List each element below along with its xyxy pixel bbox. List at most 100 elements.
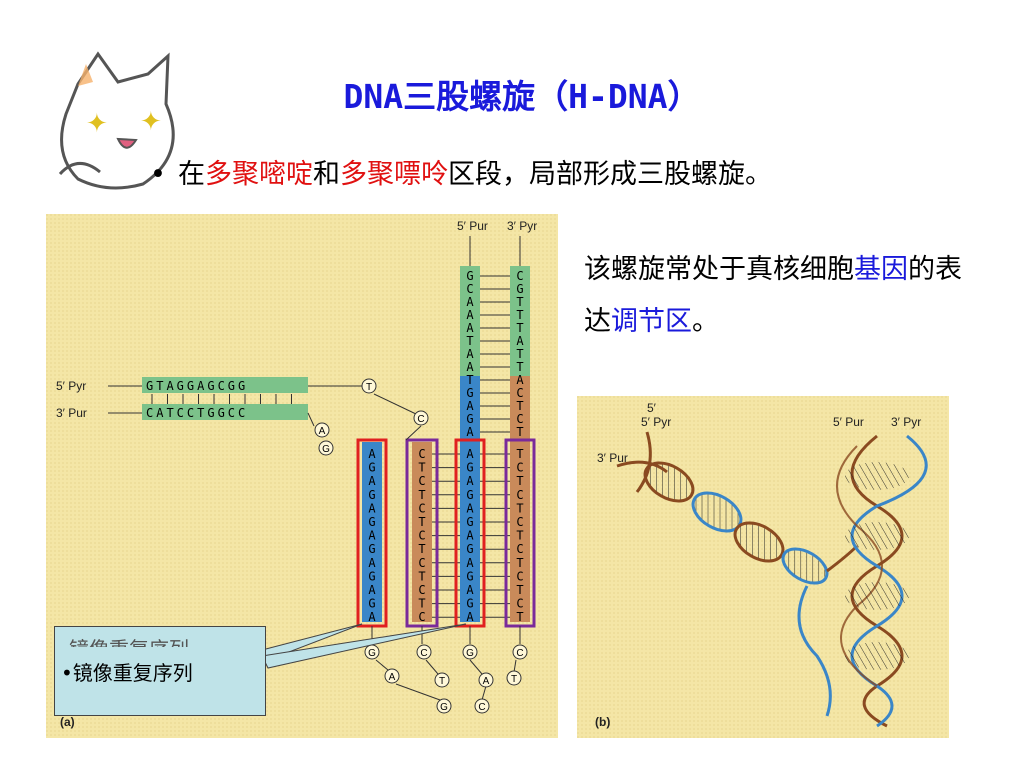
loop-base-circle [384,668,400,684]
far-left-base: A [368,610,376,624]
page-title: DNA三股螺旋（H-DNA） [343,77,701,116]
pyr-lower-base: T [516,474,523,488]
far-left-base: G [368,488,375,502]
bullet-term-polypurine: 多聚嘌呤 [340,159,448,190]
far-left-base: A [368,583,376,597]
far-left-base: G [368,515,375,529]
loop-base-circle [436,698,452,714]
pur-lower-base: A [466,583,474,597]
pur-lower-base: G [466,488,473,502]
far-left-base: G [368,569,375,583]
loop-base: A [389,672,396,683]
bullet-term-polypyrimidine: 多聚嘧啶 [205,159,313,190]
loop-base: T [511,674,517,685]
pur-lower-base: G [466,542,473,556]
left-bottom-sequence: CATCCTGGCC [146,406,248,420]
callout-label: •镜像重复序列 [61,661,193,685]
callout-ghost-label: 镜像重复序列 [69,633,189,647]
mid-left-base: C [418,474,425,488]
pyr-upper-base: T [516,321,523,335]
loop-base: G [322,444,330,455]
far-left-base: A [368,556,376,570]
pyr-lower-base: C [516,461,523,475]
label-b-5: 5′ [647,401,657,415]
label-b-pyr: 5′ Pyr [641,415,671,429]
side-text-gene: 基因 [854,254,908,285]
column-far-left [362,442,382,622]
side-description: 该螺旋常处于真核细胞基因的表达调节区。 [584,244,974,348]
loop-base-circle [512,644,528,660]
label-3pur-left: 3′ Pur [56,406,87,420]
loop-base: T [366,382,372,393]
far-left-base: G [368,461,375,475]
loop-base-circle [434,672,450,688]
loop-base: C [420,648,427,659]
pyr-lower-base: C [516,597,523,611]
loop-base: C [417,414,424,425]
far-left-base: A [368,501,376,515]
pur-lower-base: A [466,474,474,488]
side-text-part1: 该螺旋常处于真核细胞 [584,254,854,285]
pur-lower-base: G [466,597,473,611]
mid-left-base: C [418,529,425,543]
pyr-upper-base: C [516,412,523,426]
far-left-base: A [368,474,376,488]
pur-lower-base: A [466,529,474,543]
pyr-lower-base: T [516,583,523,597]
pyr-upper-base: T [516,425,523,439]
pur-upper-base: G [466,386,473,400]
pur-upper-base: C [466,282,473,296]
mid-left-base: C [418,501,425,515]
pur-upper-base: A [466,308,474,322]
pyr-upper-base: A [516,373,524,387]
pur-lower-base: A [466,501,474,515]
pur-lower-base: A [466,447,474,461]
mid-left-base: T [418,515,425,529]
mascot-cat-icon: ✦ ✦ [58,51,175,190]
pur-lower-base: G [466,461,473,475]
mid-left-base: C [418,610,425,624]
label-3pyr: 3′ Pyr [507,219,537,233]
pur-upper-base: A [466,347,474,361]
pur-lower-base: G [466,569,473,583]
pyr-lower-base: T [516,556,523,570]
loop-base: A [319,426,326,437]
pur-upper-base: A [466,295,474,309]
label-b-5pur: 5′ Pur [833,415,864,429]
pur-lower-base: G [466,515,473,529]
pur-upper-base: A [466,321,474,335]
side-text-part5: 。 [692,306,719,337]
pyr-upper-base: A [516,334,524,348]
loop-base: G [466,648,474,659]
loop-base-circle [413,410,429,426]
loop-base: A [483,676,490,687]
pur-upper-base: T [466,334,473,348]
loop-base: T [439,676,445,687]
svg-text:✦: ✦ [86,109,108,139]
pyr-lower-base: C [516,488,523,502]
loop-base: G [368,648,376,659]
callout-mirror-repeat: 镜像重复序列 •镜像重复序列 [54,626,266,716]
pyr-upper-base: C [516,386,523,400]
loop-base-circle [478,672,494,688]
loop-base-circle [361,378,377,394]
pyr-upper-base: G [516,282,523,296]
figure-b-right-helix [836,434,928,728]
label-b-3pyr: 3′ Pyr [891,415,921,429]
pyr-lower-base: T [516,529,523,543]
loop-base-circle [314,422,330,438]
label-5pyr-left: 5′ Pyr [56,379,86,393]
mid-left-base: C [418,583,425,597]
pyr-upper-base: T [516,360,523,374]
pur-lower-base: A [466,610,474,624]
pyr-lower-base: C [516,542,523,556]
pur-upper-base: G [466,412,473,426]
column-pur-lower [460,438,480,622]
pyr-lower-base: T [516,610,523,624]
left-top-sequence: GTAGGAGCGG [146,379,248,393]
mid-left-base: T [418,461,425,475]
pur-upper-base: A [466,425,474,439]
pur-upper-base: A [466,360,474,374]
far-left-base: G [368,597,375,611]
loop-base-circle [318,440,334,456]
